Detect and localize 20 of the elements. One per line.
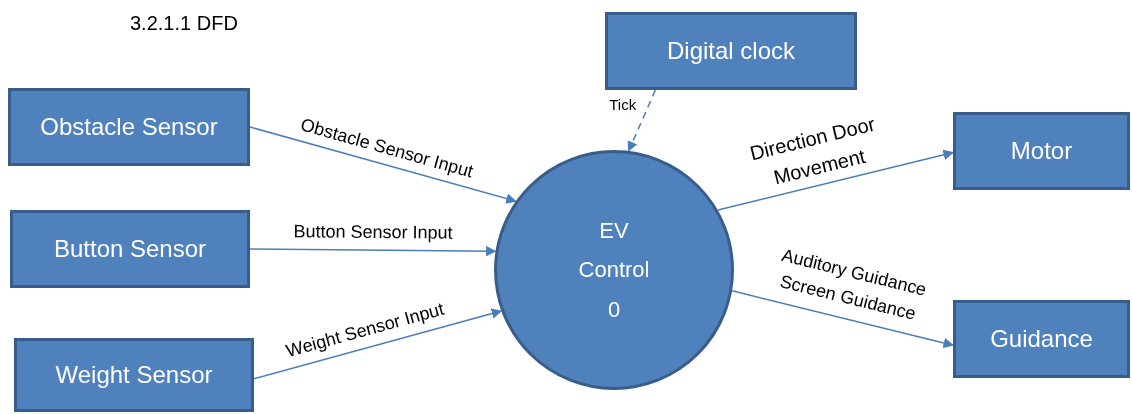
node-label: Guidance bbox=[990, 324, 1093, 354]
entity-box bbox=[14, 338, 254, 412]
node-label: EV bbox=[599, 216, 629, 245]
node-label: Control bbox=[578, 256, 650, 284]
entity-box bbox=[953, 300, 1130, 378]
entity-box bbox=[605, 12, 857, 90]
entity-box bbox=[10, 210, 250, 288]
arrow bbox=[253, 308, 503, 380]
arrow bbox=[717, 149, 954, 211]
arrow bbox=[627, 89, 657, 152]
arrow bbox=[249, 126, 517, 204]
node-label: 0 bbox=[607, 295, 621, 324]
entity-box bbox=[953, 112, 1130, 190]
entity-box bbox=[8, 88, 250, 166]
node-label: Weight Sensor bbox=[55, 360, 213, 390]
node-label: Obstacle Sensor bbox=[40, 112, 218, 142]
section-title: 3.2.1.1 DFD bbox=[130, 11, 238, 36]
node-label: Button Sensor bbox=[53, 234, 207, 264]
node-label: Motor bbox=[1010, 136, 1073, 166]
node-label: Digital clock bbox=[666, 36, 795, 66]
